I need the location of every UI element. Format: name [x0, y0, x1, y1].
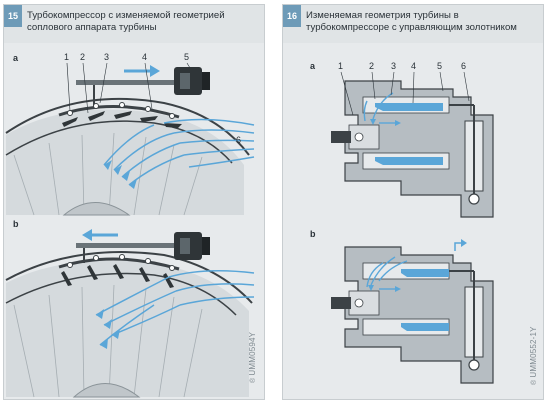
- exhaust-flow-16b: [366, 256, 408, 290]
- actuator-cap-b: [202, 237, 210, 255]
- leader-lines-a: [66, 62, 191, 114]
- pivots-b: [67, 254, 175, 271]
- figure-15-code-text: UMM0594Y: [248, 331, 257, 376]
- exhaust-flow-a: [103, 118, 255, 186]
- svg-text:2: 2: [80, 52, 85, 62]
- figure-16-header: [283, 5, 543, 43]
- figure-16-number: 16: [283, 5, 301, 27]
- control-spool-upper-a: [375, 103, 443, 111]
- housing-arc-inner-a: [5, 120, 233, 164]
- shaft-nut-b: [354, 298, 364, 308]
- figure-15-header: [4, 5, 264, 43]
- svg-text:5: 5: [437, 61, 442, 71]
- figure-15-view-b-label: b: [13, 219, 19, 229]
- svg-text:3: 3: [391, 61, 396, 71]
- figure-16-illustration: a 1 2 3 4 5 6: [310, 61, 494, 384]
- svg-text:6: 6: [236, 135, 241, 145]
- svg-text:3: 3: [104, 52, 109, 62]
- turbine-blades-b: [13, 284, 203, 398]
- figure-16-code: ®UMM0552-1Y: [529, 326, 538, 385]
- flow-arrowheads-16b: [368, 285, 401, 292]
- svg-text:1: 1: [338, 61, 343, 71]
- figure-15-code-mark: ®: [250, 377, 257, 383]
- actuator-cap-a: [202, 72, 210, 90]
- hub-a: [62, 202, 131, 216]
- svg-text:5: 5: [184, 52, 189, 62]
- callouts-16a: 1 2 3 4 5 6: [338, 61, 466, 71]
- guide-vanes-a: [62, 111, 182, 128]
- control-spool-upper-b: [401, 269, 449, 277]
- flow-arrowheads-b: [96, 309, 120, 349]
- figure-16-code-text: UMM0552-1Y: [529, 326, 538, 378]
- svg-text:2: 2: [369, 61, 374, 71]
- turbine-wheel-16a: [348, 124, 380, 150]
- figure-15-code: ®UMM0594Y: [248, 332, 257, 383]
- move-arrowhead-b: [82, 229, 92, 241]
- callouts-a: 1 2 3 4 5 6: [64, 52, 241, 145]
- pivots-a: [67, 102, 175, 119]
- exhaust-flow-16a: [363, 92, 395, 124]
- figure-16-panel: 16 Изменяемая геометрия турбины в турбок…: [282, 4, 544, 400]
- control-spool-lower-a: [375, 157, 443, 165]
- control-spool-lower-b: [401, 323, 449, 331]
- figure-15-panel: 15 Турбокомпрессор с изменяемой геометри…: [3, 4, 265, 400]
- guide-vanes-b: [61, 264, 174, 288]
- figure-15-title: Турбокомпрессор с изменяемой геометрией …: [27, 10, 259, 34]
- figure-16-view-a-label: a: [310, 61, 316, 71]
- shaft-nut-a: [354, 132, 364, 142]
- actuator-body-b: [180, 238, 190, 254]
- spool-direction-arrow: [454, 242, 463, 251]
- shaft-a: [331, 131, 351, 143]
- actuator-body-a: [180, 73, 190, 89]
- figure-16-title-line2: турбокомпрессоре с управляющим золотнико…: [306, 22, 517, 33]
- flow-arrowheads-16a: [370, 119, 401, 126]
- spool-direction-arrowhead: [461, 239, 467, 247]
- svg-text:1: 1: [64, 52, 69, 62]
- lever-pivot-a: [468, 193, 480, 205]
- figure-16-title-line1: Изменяемая геометрия турбины в: [306, 10, 459, 21]
- control-rod-b: [76, 243, 188, 248]
- figure-15-number: 15: [4, 5, 22, 27]
- figure-16-code-mark: ®: [531, 379, 538, 385]
- lever-pivot-b: [468, 359, 480, 371]
- figure-15-title-line2: соплового аппарата турбины: [27, 22, 157, 33]
- figure-15-view-a-label: a: [13, 53, 19, 63]
- figure-16-title: Изменяемая геометрия турбины в турбокомп…: [306, 10, 538, 34]
- leader-lines-16a: [340, 71, 470, 116]
- figure-16-view-b-label: b: [310, 229, 316, 239]
- figure-15-illustration: a: [5, 52, 255, 398]
- move-arrowhead-a: [150, 65, 160, 77]
- hub-b: [72, 383, 141, 398]
- turbine-wheel-16b: [348, 290, 380, 316]
- turbine-wheel-a: [6, 109, 244, 215]
- housing-arc-inner-b: [5, 272, 237, 316]
- svg-text:4: 4: [411, 61, 416, 71]
- shaft-b: [331, 297, 351, 309]
- turbine-blades-a: [13, 132, 203, 216]
- flow-arrowheads-a: [104, 160, 137, 189]
- figure-15-title-line1: Турбокомпрессор с изменяемой геометрией: [27, 10, 225, 21]
- svg-text:4: 4: [142, 52, 147, 62]
- svg-text:6: 6: [461, 61, 466, 71]
- housing-arc-outer-b: [5, 251, 253, 304]
- control-rod-a: [76, 80, 188, 85]
